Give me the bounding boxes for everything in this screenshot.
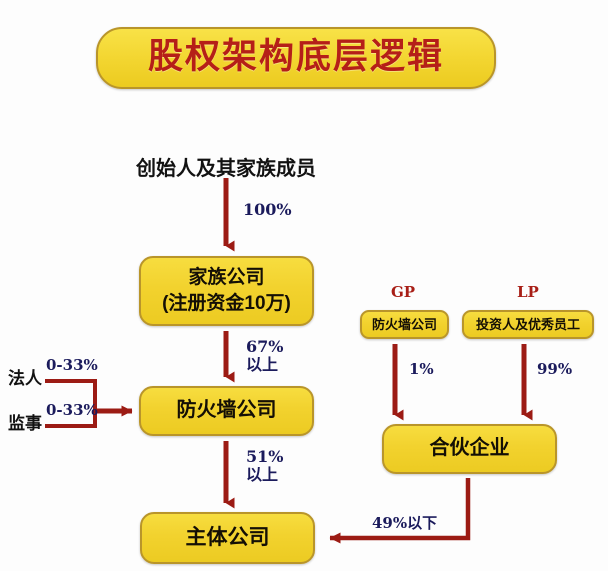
partnership-label: 合伙企业 [429,437,510,460]
edge-label-firewall-to-entity-value: 51% [246,447,284,466]
edge-label-family-to-firewall-qualifier: 以上 [246,355,279,375]
role-tag-gp: GP [391,283,416,301]
edge-label-partnership-to-entity: 49%以下 [372,514,438,532]
gp-firewall-label: 防火墙公司 [371,316,437,332]
diagram-title-box: 股权架构底层逻辑 [96,27,496,89]
family-company-name: 家族公司 [188,267,265,289]
node-entity-company: 主体公司 [140,512,315,564]
edge-label-legal-person: 0-33% [46,356,98,374]
entity-company-label: 主体公司 [185,525,270,549]
edge-label-family-to-firewall: 67% 以上 [246,337,284,375]
edge-label-family-to-firewall-value: 67% [246,337,284,356]
edge-label-firewall-to-entity-qualifier: 以上 [246,465,279,485]
node-partnership: 合伙企业 [382,424,557,474]
page-title: 股权架构底层逻辑 [147,37,444,78]
edge-label-lp-to-partnership: 99% [537,360,573,378]
edge-label-supervisor: 0-33% [46,401,98,419]
edge-label-firewall-to-entity: 51% 以上 [246,447,284,485]
node-family-company: 家族公司 (注册资金10万) [139,256,314,326]
node-supervisor: 监事 [8,414,42,434]
node-firewall-company: 防火墙公司 [139,386,314,436]
family-company-capital: (注册资金10万) [162,292,291,314]
node-lp-investors: 投资人及优秀员工 [462,310,594,339]
role-tag-lp: LP [517,283,539,301]
firewall-company-label: 防火墙公司 [176,399,277,422]
edge-label-founder-to-family: 100% [243,200,292,219]
node-gp-firewall-company: 防火墙公司 [360,310,449,339]
lp-investors-label: 投资人及优秀员工 [475,316,580,332]
node-founder: 创始人及其家族成员 [136,156,316,180]
edge-label-gp-to-partnership: 1% [409,360,434,378]
node-legal-person: 法人 [8,369,42,389]
